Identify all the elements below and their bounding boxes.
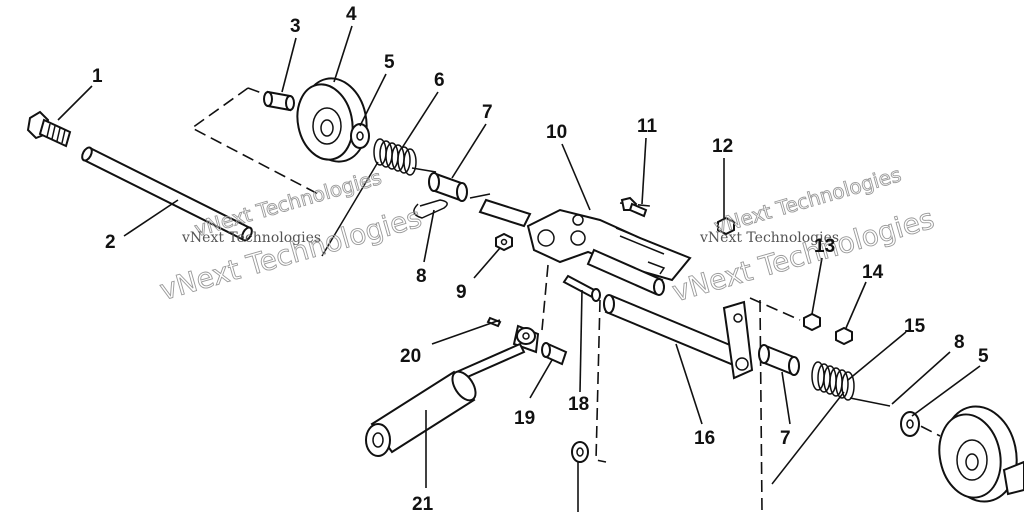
callout-6: 6	[434, 70, 445, 91]
callout-4: 4	[346, 4, 357, 25]
bolt-part	[26, 110, 72, 148]
callout-13: 13	[814, 236, 835, 257]
bushing-part	[263, 90, 295, 112]
callout-8-left: 8	[416, 266, 427, 287]
callout-7-right: 7	[780, 428, 791, 449]
callout-5-right: 5	[978, 346, 989, 367]
callout-7-left: 7	[482, 102, 493, 123]
callout-10: 10	[546, 122, 567, 143]
spacer-part-right	[758, 344, 800, 376]
cross-shaft-part	[603, 294, 754, 380]
pin-part	[562, 274, 601, 302]
callout-3: 3	[290, 16, 301, 37]
nut-part-12	[717, 216, 735, 236]
torsion-spring-part-right	[771, 361, 891, 485]
pin-clip-part-left	[413, 193, 491, 219]
callout-16: 16	[694, 428, 715, 449]
callout-11: 11	[637, 116, 658, 137]
nut-part-13	[803, 312, 821, 332]
nut-part-14	[835, 326, 853, 346]
callout-20: 20	[400, 346, 421, 367]
callout-19: 19	[514, 408, 535, 429]
pivot-bracket-part	[478, 198, 692, 296]
gas-spring-part	[365, 342, 526, 457]
callout-18: 18	[568, 394, 589, 415]
leader-lines	[57, 25, 981, 512]
callout-15: 15	[904, 316, 926, 337]
callout-12: 12	[712, 136, 733, 157]
callout-8-right: 8	[954, 332, 965, 353]
nut-part	[495, 232, 513, 252]
watermark-big-text-2: vNext Technologies	[669, 202, 938, 308]
callout-5-left: 5	[384, 52, 395, 73]
callout-9: 9	[456, 282, 467, 303]
rod-end-part	[486, 316, 540, 354]
bolt-part-small	[620, 196, 648, 218]
watermark-small-text: vNext Technologies	[181, 230, 321, 246]
callout-numbers: 1 2 3 4 5 6 7 8 9 10 11 12 13 14 15 8 5 …	[92, 4, 989, 512]
spacer-part-left	[428, 172, 468, 202]
rod-part	[81, 146, 253, 242]
callout-1: 1	[92, 66, 103, 87]
pulley-wheel-part	[296, 77, 368, 163]
callout-21: 21	[412, 494, 434, 512]
small-bushing-part	[541, 342, 568, 366]
watermark-small-text: vNext Technologies	[699, 230, 839, 246]
washer-part-right	[900, 411, 920, 437]
washer-part-left	[350, 123, 370, 149]
callout-2: 2	[105, 232, 116, 253]
callout-14: 14	[862, 262, 884, 283]
washer-part-bottom	[571, 441, 589, 463]
pulley-wheel-part-right	[938, 405, 1024, 503]
torsion-spring-part	[321, 138, 437, 257]
